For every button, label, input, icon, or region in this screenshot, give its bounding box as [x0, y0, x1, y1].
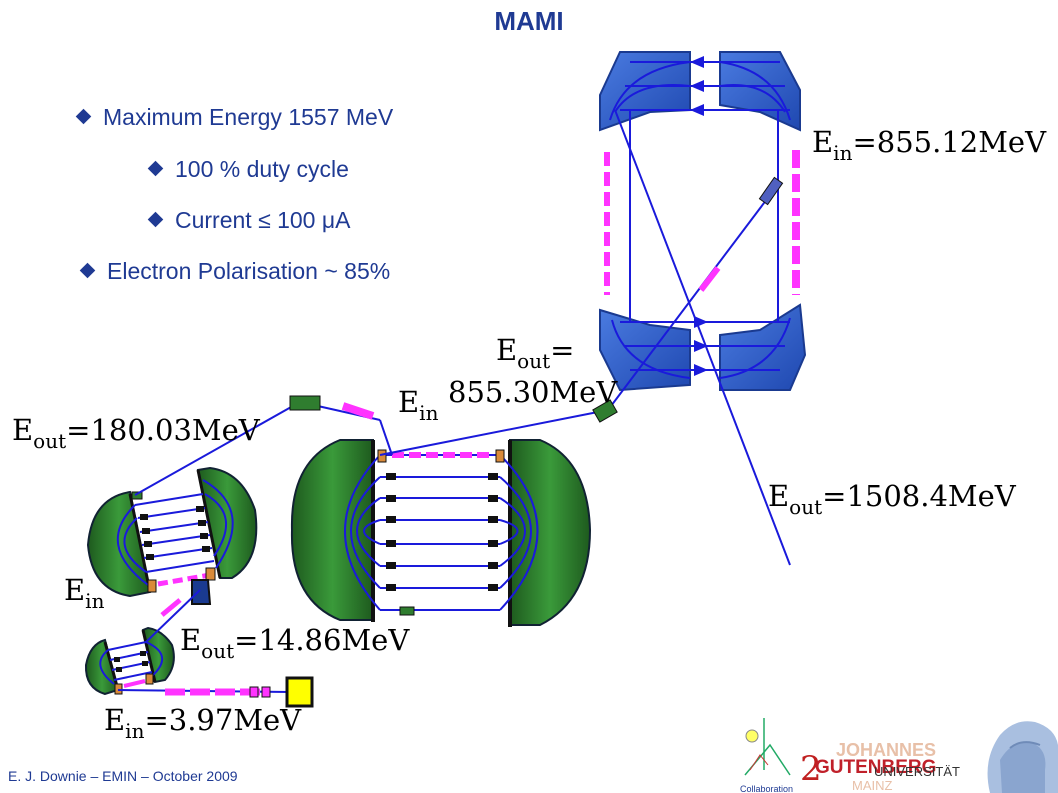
rtm3-magnet-right — [509, 439, 592, 626]
bullet-polarisation: Electron Polarisation ~ 85% — [79, 258, 391, 285]
rtm2-linac — [157, 572, 211, 587]
bullet-max-energy: Maximum Energy 1557 MeV — [75, 104, 394, 131]
rtm2-stage — [86, 395, 393, 605]
svg-text:2: 2 — [800, 749, 822, 789]
bullet-text: Electron Polarisation ~ 85% — [107, 258, 391, 284]
rtm3-magnet-left — [290, 439, 374, 621]
label-eout-1508: Eout=1508.4MeV — [768, 479, 1017, 519]
footer-credit: E. J. Downie – EMIN – October 2009 — [8, 768, 238, 784]
page-title: MAMI — [494, 6, 564, 36]
label-ein-rtm3: Ein — [398, 385, 439, 425]
svg-text:JOHANNES: JOHANNES — [836, 740, 936, 760]
gutenberg-university-logo: JOHANNES GUTENBERG UNIVERSITÄT MAINZ — [815, 740, 960, 793]
gutenberg-portrait-image — [987, 721, 1058, 793]
svg-text:MAINZ: MAINZ — [852, 778, 893, 793]
bullet-duty-cycle: 100 % duty cycle — [147, 156, 349, 183]
transfer-element-green — [289, 395, 321, 411]
hdsm-magnet-bottom-right — [719, 303, 807, 391]
hdsm-stage — [599, 51, 807, 566]
rtm1-stage — [84, 589, 314, 708]
bullet-current: Current ≤ 100 μA — [147, 207, 351, 234]
label-eout-855-line1: Eout= — [496, 333, 574, 373]
rtm1-magnet-right — [141, 626, 175, 684]
rtm1-linac — [123, 679, 146, 688]
hdsm-diagonal-element — [758, 176, 784, 206]
bullet-text: Current ≤ 100 μA — [175, 207, 351, 233]
label-ein-rtm2: Ein — [64, 573, 105, 613]
bullet-text: Maximum Energy 1557 MeV — [103, 104, 394, 130]
rtm3-stage — [290, 399, 618, 627]
label-eout-855-value: 855.30MeV — [448, 375, 618, 409]
label-eout-180: Eout=180.03MeV — [12, 413, 261, 453]
transfer-element-green — [592, 399, 618, 423]
label-ein-3: Ein=3.97MeV — [104, 703, 302, 743]
rtm2-magnet-right — [196, 466, 258, 579]
svg-text:Collaboration: Collaboration — [740, 784, 793, 793]
label-eout-14: Eout=14.86MeV — [180, 623, 410, 663]
svg-text:GUTENBERG: GUTENBERG — [815, 757, 936, 778]
svg-text:UNIVERSITÄT: UNIVERSITÄT — [874, 764, 960, 779]
label-ein-855: Ein=855.12MeV — [812, 125, 1047, 165]
a2-collaboration-logo: 2 Collaboration — [740, 718, 822, 793]
energy-labels: Ein=855.12MeV Eout= 855.30MeV Ein Eout=1… — [12, 125, 1047, 743]
bullet-text: 100 % duty cycle — [175, 156, 349, 182]
electron-source — [285, 676, 314, 708]
